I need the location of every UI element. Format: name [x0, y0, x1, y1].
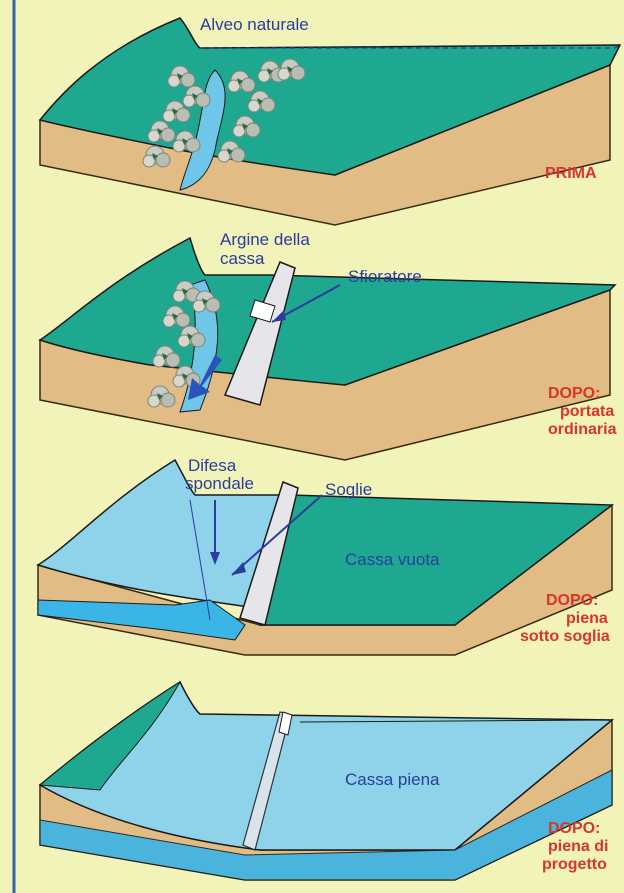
stage-label-line-2: piena	[566, 610, 608, 627]
stage-label-prima: PRIMA	[545, 165, 597, 182]
panel-dopo-piena-sotto-soglia: Difesa spondale Soglie Cassa vuota DOPO:…	[38, 456, 612, 655]
label-sfioratore: Sfioratore	[348, 267, 422, 286]
panel-dopo-portata-ordinaria: Argine della cassa Sfioratore DOPO: port…	[40, 230, 617, 460]
stage-label-line-3: progetto	[542, 856, 607, 873]
stage-label-line-1: DOPO:	[548, 820, 600, 837]
stage-label-line-2: piena di	[548, 838, 608, 855]
stage-label-line-1: DOPO:	[548, 385, 600, 402]
label-cassa-piena: Cassa piena	[345, 770, 440, 789]
label-alveo-naturale: Alveo naturale	[200, 15, 309, 34]
panel-dopo-piena-di-progetto: Cassa piena DOPO: piena di progetto	[40, 682, 612, 880]
label-cassa-vuota: Cassa vuota	[345, 550, 440, 569]
stage-label-line-1: DOPO:	[546, 592, 598, 609]
label-argine-della: Argine della	[220, 230, 310, 249]
label-difesa: Difesa	[188, 456, 237, 475]
stage-label-line-3: ordinaria	[548, 421, 617, 438]
stage-label-line-3: sotto soglia	[520, 628, 610, 645]
label-spondale: spondale	[185, 474, 254, 493]
stage-label-line-2: portata	[560, 403, 614, 420]
label-soglie: Soglie	[325, 480, 372, 499]
label-cassa: cassa	[220, 249, 265, 268]
panel-prima: Alveo naturale PRIMA	[40, 15, 620, 225]
